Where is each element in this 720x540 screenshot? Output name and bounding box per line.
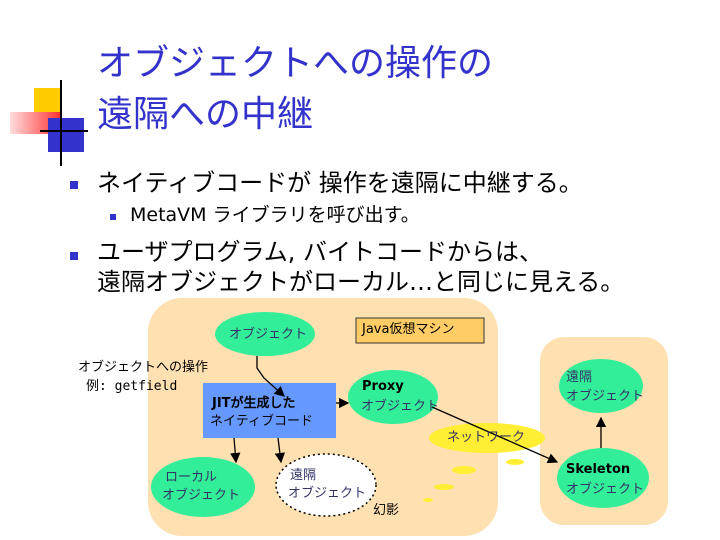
network-label: ネットワーク [447,430,526,445]
slide-title-line2: 遠隔への中継 [97,94,314,135]
illusion-label: 幻影 [373,503,400,518]
bullet-text-4: 遠隔オブジェクトがローカル…と同じに見える。 [97,268,625,296]
local-object-label-line2: オブジェクト [162,488,241,503]
arrow-object-to-jit [256,356,285,397]
jit-box [203,383,336,438]
local-object-label-line1: ローカル [165,470,218,485]
operation-label-line2: 例: getfield [86,379,178,394]
bullet-text-3: ユーザプログラム, バイトコードからは、 [97,238,544,266]
operation-label-line1: オブジェクトへの操作 [78,360,209,375]
proxy-label-line1: Proxy [362,379,404,394]
bullet-marker-sub [110,214,116,220]
jit-label-line2: ネイティブコード [210,414,313,429]
remote-object-label-line1: 遠隔 [566,370,593,385]
arrow-jit-to-local [230,437,241,464]
remote-object-label-line2: オブジェクト [566,389,645,404]
skeleton-label-line1: Skeleton [566,462,631,477]
skeleton-node [557,448,649,508]
network-cloud [423,423,545,502]
object-node [215,312,315,356]
remote-ghost-label-line1: 遠隔 [290,468,317,483]
slide-title-line1: オブジェクトへの操作の [97,43,494,84]
remote-object-node [559,359,643,413]
proxy-label-line2: オブジェクト [361,399,440,414]
logo-red-block [10,112,60,134]
arrow-jit-to-remote-ghost [274,437,286,464]
jit-label-line1: JITが生成した [212,396,296,411]
bullet-text-1: ネイティブコードが 操作を遠隔に中継する。 [97,169,583,197]
local-object-node [151,457,255,517]
logo-decoration [0,0,95,170]
bullet-marker [70,252,78,260]
bullet-text-2: MetaVM ライブラリを呼び出す。 [130,204,420,226]
java-vm-label: Java仮想マシン [362,322,454,338]
java-vm-text: Java仮想マシン [362,322,455,337]
skeleton-label-line2: オブジェクト [566,482,645,497]
java-vm-box [355,317,485,344]
object-node-label: オブジェクト [229,327,308,342]
remote-ghost-label-line2: オブジェクト [288,486,367,501]
logo-blue-block [48,118,84,152]
logo-horizontal-line [40,130,88,132]
bullet-marker [70,181,78,189]
arrow-proxy-to-skeleton [431,406,559,464]
logo-vertical-line [60,80,62,166]
proxy-node [348,370,438,424]
remote-ghost-node [275,453,377,517]
